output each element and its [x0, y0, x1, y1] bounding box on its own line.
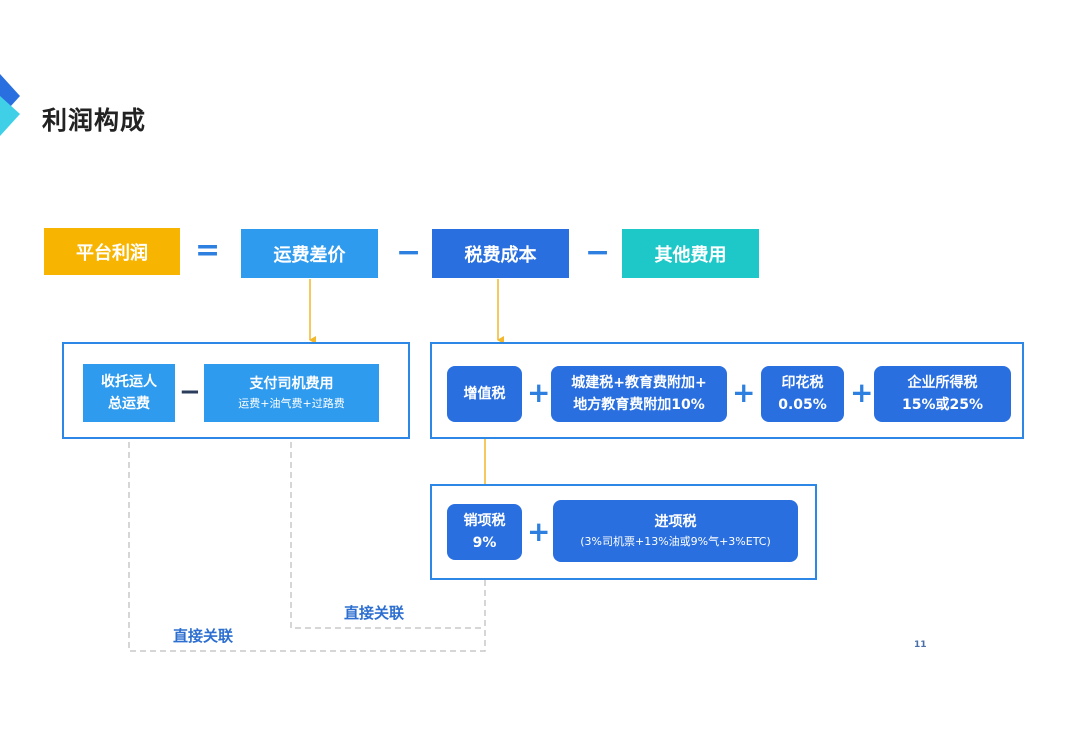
- minus-sign-1: −: [396, 235, 422, 270]
- stamp-tax-box: 印花税 0.05%: [761, 366, 844, 422]
- other-cost-box: 其他费用: [622, 229, 759, 278]
- page-number: 11: [914, 640, 927, 650]
- corner-decoration: [0, 74, 20, 136]
- shipper-total-line1: 收托运人: [101, 374, 157, 390]
- output-tax-line1: 销项税: [463, 513, 506, 529]
- vat-label: 增值税: [463, 386, 506, 402]
- vat-box: 增值税: [447, 366, 522, 422]
- city-tax-line1: 城建税+教育费附加+: [571, 375, 707, 391]
- equals-sign: =: [195, 233, 221, 268]
- dashed-relation-driver: [290, 422, 485, 629]
- platform-profit-box: 平台利润: [44, 228, 180, 275]
- input-tax-line1: 进项税: [654, 514, 697, 530]
- other-cost-label: 其他费用: [654, 244, 727, 266]
- tax-cost-label: 税费成本: [464, 244, 537, 266]
- vat-plus-sign: +: [527, 515, 551, 548]
- input-tax-line2: (3%司机票+13%油或9%气+3%ETC): [580, 535, 771, 548]
- city-construction-tax-box: 城建税+教育费附加+ 地方教育费附加10%: [551, 366, 727, 422]
- input-tax-box: 进项税 (3%司机票+13%油或9%气+3%ETC): [553, 500, 798, 562]
- stamp-tax-line2: 0.05%: [778, 397, 827, 413]
- page-title: 利润构成: [42, 106, 147, 135]
- driver-payment-box: 支付司机费用 运费+油气费+过路费: [204, 364, 379, 422]
- freight-diff-box: 运费差价: [241, 229, 378, 278]
- output-tax-box: 销项税 9%: [447, 504, 522, 560]
- driver-payment-line2: 运费+油气费+过路费: [238, 397, 345, 410]
- dashed-relation-shipper: [128, 422, 490, 652]
- corp-tax-line2: 15%或25%: [901, 397, 984, 413]
- tax-plus-sign-2: +: [732, 376, 756, 409]
- minus-sign-2: −: [585, 235, 611, 270]
- relation-label-shipper: 直接关联: [173, 627, 234, 645]
- freight-diff-label: 运费差价: [273, 244, 346, 266]
- stamp-tax-line1: 印花税: [781, 375, 824, 391]
- city-tax-line2: 地方教育费附加10%: [573, 397, 705, 413]
- tax-plus-sign-3: +: [850, 376, 874, 409]
- output-tax-line2: 9%: [472, 535, 497, 551]
- corp-tax-line1: 企业所得税: [907, 375, 978, 391]
- freight-minus-sign: −: [179, 377, 201, 407]
- tax-cost-box: 税费成本: [432, 229, 569, 278]
- corporate-income-tax-box: 企业所得税 15%或25%: [874, 366, 1011, 422]
- platform-profit-label: 平台利润: [76, 242, 148, 264]
- shipper-total-freight-box: 收托运人 总运费: [83, 364, 175, 422]
- tax-plus-sign-1: +: [527, 376, 551, 409]
- driver-payment-line1: 支付司机费用: [249, 376, 334, 392]
- relation-label-driver: 直接关联: [344, 604, 405, 622]
- shipper-total-line2: 总运费: [108, 396, 150, 412]
